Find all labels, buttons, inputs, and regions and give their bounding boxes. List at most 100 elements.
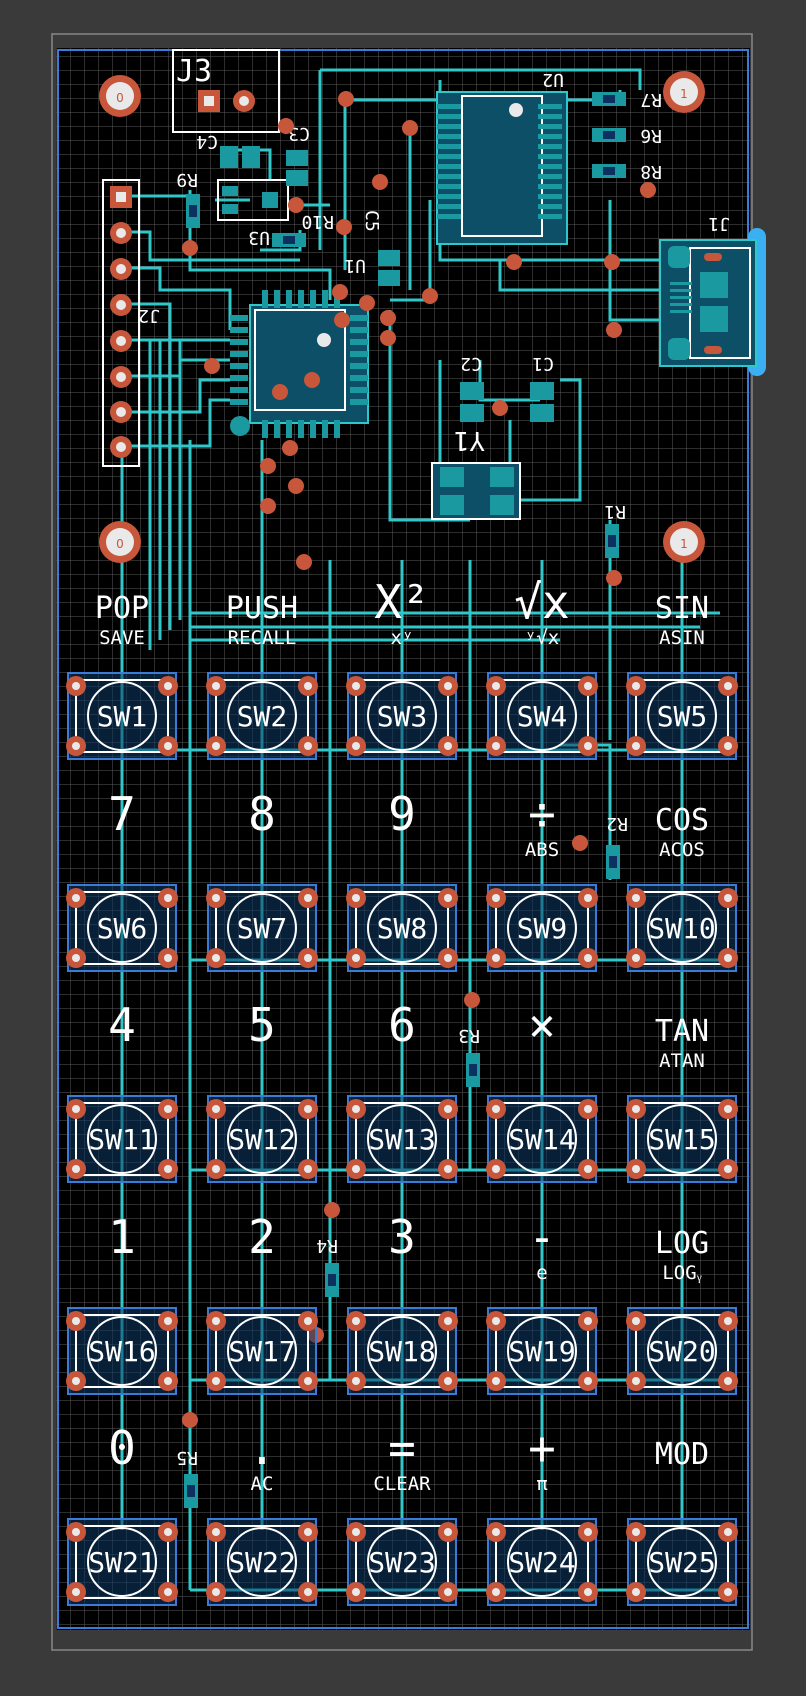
switch-label: SW21 [88, 1546, 155, 1579]
capacitor-c4[interactable]: C4 [196, 131, 260, 168]
key-legend-main: 2 [248, 1210, 276, 1264]
switch-label: SW4 [517, 700, 568, 733]
key-legend-sub: ACOS [659, 839, 705, 861]
switch-sw24[interactable]: SW24 [486, 1518, 598, 1606]
switch-sw1[interactable]: SW1 [66, 672, 178, 760]
mounting-hole-label: 0 [116, 537, 124, 551]
switch-sw18[interactable]: SW18 [346, 1307, 458, 1395]
key-legend-main: LOG [655, 1226, 709, 1261]
connector-j3[interactable]: J3 [172, 49, 280, 133]
key-legend-main: 6 [388, 998, 416, 1052]
key-legend-main: 0 [108, 1421, 136, 1475]
mounting-hole-label: 0 [116, 91, 124, 105]
via [372, 174, 388, 190]
switch-sw23[interactable]: SW23 [346, 1518, 458, 1606]
j2-label: J2 [138, 305, 160, 326]
resistor-r8[interactable]: R8 [592, 161, 662, 182]
key-legend-main: 8 [248, 787, 276, 841]
chip-u2[interactable]: U2 [436, 69, 568, 245]
switch-label: SW11 [88, 1123, 155, 1156]
key-legend-sub: LOGᵧ [662, 1262, 701, 1284]
y1-label: Y1 [454, 425, 485, 455]
switch-sw5[interactable]: SW5 [626, 672, 738, 760]
resistor-r3[interactable]: R3 [458, 1025, 480, 1087]
capacitor-c3[interactable]: C3 [286, 123, 310, 186]
switch-sw7[interactable]: SW7 [206, 884, 318, 972]
resistor-r4[interactable]: R4 [316, 1235, 339, 1297]
switch-sw21[interactable]: SW21 [66, 1518, 178, 1606]
switch-sw11[interactable]: SW11 [66, 1095, 178, 1183]
switch-sw19[interactable]: SW19 [486, 1307, 598, 1395]
key-legend-main: 5 [248, 998, 276, 1052]
via [260, 498, 276, 514]
via [606, 570, 622, 586]
chip-u1[interactable]: U1 [230, 255, 369, 438]
mounting-hole-label: 1 [680, 537, 688, 551]
r6-label: R6 [640, 125, 662, 146]
via [640, 182, 656, 198]
chip-u3[interactable]: U3 [217, 179, 289, 248]
resistor-r7[interactable]: R7 [592, 89, 662, 110]
switch-sw17[interactable]: SW17 [206, 1307, 318, 1395]
switch-sw20[interactable]: SW20 [626, 1307, 738, 1395]
connector-j1[interactable]: J1 [659, 213, 766, 376]
switch-label: SW16 [88, 1335, 155, 1368]
switch-sw25[interactable]: SW25 [626, 1518, 738, 1606]
switch-sw16[interactable]: SW16 [66, 1307, 178, 1395]
board-outer-outline [51, 33, 753, 1651]
switch-label: SW25 [648, 1546, 715, 1579]
key-legend-sub: RECALL [228, 627, 297, 649]
key-legend-sub: ʸ√x [525, 627, 559, 649]
mounting-hole: 0 [99, 521, 141, 563]
vias [182, 91, 656, 1428]
key-legend-main: 9 [388, 787, 416, 841]
resistor-r5[interactable]: R5 [176, 1447, 198, 1508]
switch-sw9[interactable]: SW9 [486, 884, 598, 972]
switch-sw6[interactable]: SW6 [66, 884, 178, 972]
capacitor-c1[interactable]: C1 [530, 353, 554, 422]
via [402, 120, 418, 136]
key-legend-main: + [528, 1421, 556, 1475]
key-legend-sub: e [536, 1262, 547, 1284]
capacitor-c5[interactable]: C5 [361, 210, 400, 286]
switch-sw12[interactable]: SW12 [206, 1095, 318, 1183]
connector-j2[interactable]: J2 [102, 179, 160, 467]
switch-sw10[interactable]: SW10 [626, 884, 738, 972]
capacitor-c2[interactable]: C2 [460, 353, 484, 422]
mounting-holes: 0 1 0 1 [99, 71, 705, 563]
switch-sw22[interactable]: SW22 [206, 1518, 318, 1606]
switch-label: SW15 [648, 1123, 715, 1156]
u2-label: U2 [542, 69, 564, 90]
crystal-y1[interactable]: Y1 [431, 425, 521, 520]
via [304, 372, 320, 388]
resistor-r9[interactable]: R9 [176, 169, 200, 228]
switch-sw3[interactable]: SW3 [346, 672, 458, 760]
switch-sw2[interactable]: SW2 [206, 672, 318, 760]
r4-label: R4 [316, 1235, 338, 1256]
resistor-r6[interactable]: R6 [592, 125, 662, 146]
via [492, 400, 508, 416]
resistor-r2[interactable]: R2 [606, 813, 628, 879]
switch-label: SW8 [377, 912, 428, 945]
via [324, 1202, 340, 1218]
key-legend-sub: CLEAR [373, 1473, 431, 1495]
key-legend-main: - [528, 1210, 556, 1264]
resistor-r10[interactable]: R10 [272, 211, 334, 247]
switch-label: SW23 [368, 1546, 435, 1579]
resistor-r1[interactable]: R1 [604, 501, 626, 558]
switch-sw14[interactable]: SW14 [486, 1095, 598, 1183]
switch-sw8[interactable]: SW8 [346, 884, 458, 972]
c4-label: C4 [196, 131, 218, 152]
switch-label: SW19 [508, 1335, 575, 1368]
switch-sw13[interactable]: SW13 [346, 1095, 458, 1183]
via [260, 458, 276, 474]
switch-label: SW24 [508, 1546, 575, 1579]
switch-label: SW9 [517, 912, 568, 945]
via [204, 358, 220, 374]
key-legend-sub: ATAN [659, 1050, 705, 1072]
key-legend-sub: SAVE [99, 627, 145, 649]
switch-sw4[interactable]: SW4 [486, 672, 598, 760]
switch-sw15[interactable]: SW15 [626, 1095, 738, 1183]
switch-label: SW18 [368, 1335, 435, 1368]
